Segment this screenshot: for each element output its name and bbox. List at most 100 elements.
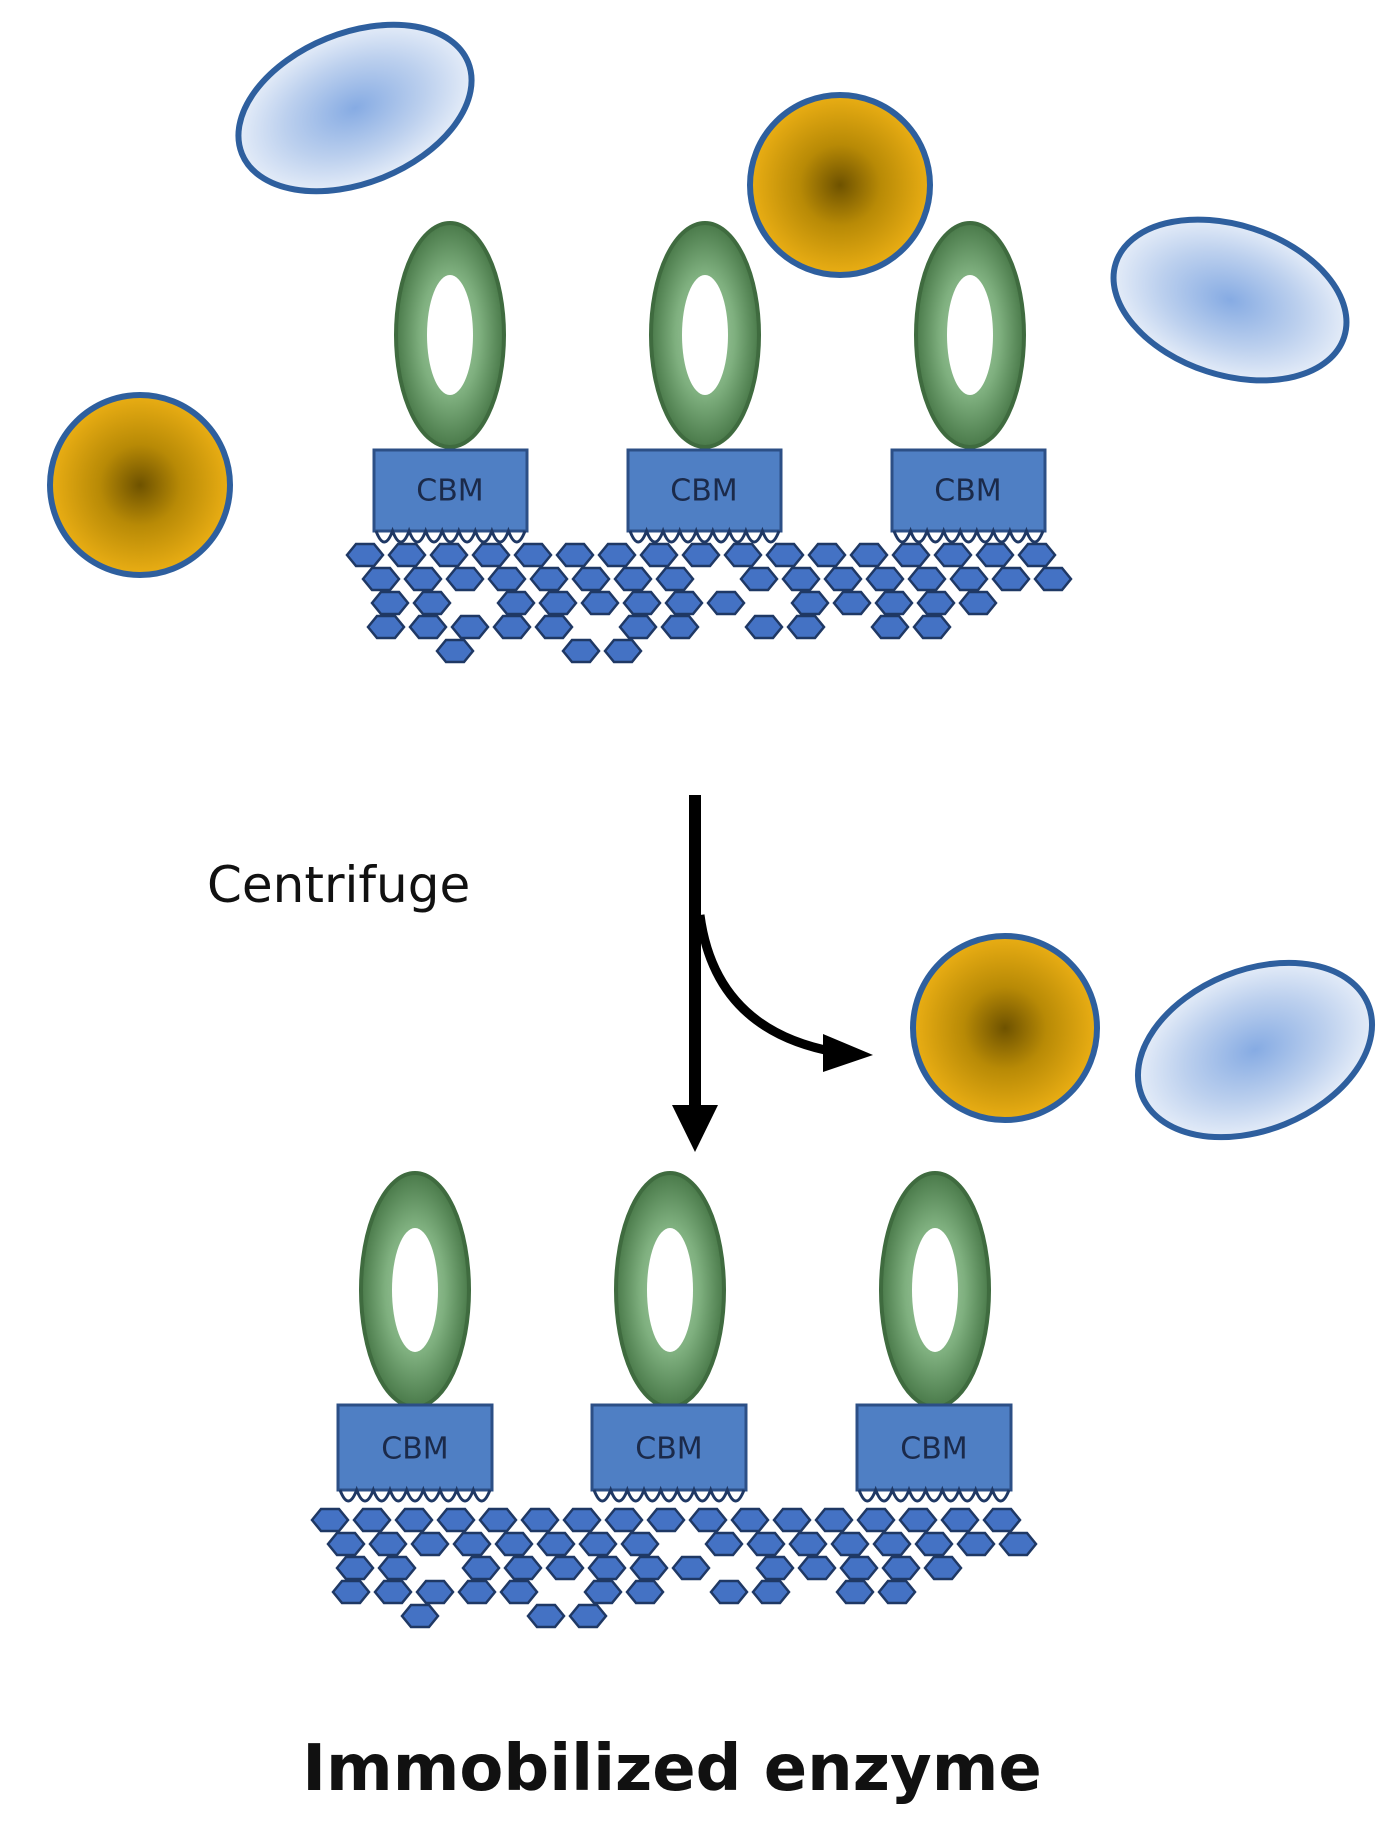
- substrate-hexagon: [370, 590, 410, 616]
- substrate-hexagon: [982, 1507, 1022, 1533]
- substrate-hexagon: [646, 1507, 686, 1533]
- substrate-hexagon: [881, 1555, 921, 1581]
- substrate-hexagon: [772, 1507, 812, 1533]
- substrate-hexagon: [755, 1555, 795, 1581]
- substrate-hexagon: [625, 1579, 665, 1605]
- substrate-hexagon: [849, 542, 889, 568]
- blue-particle-top-right: [1110, 216, 1350, 384]
- cbm-label: CBM: [900, 1432, 967, 1467]
- substrate-hexagon: [408, 614, 448, 640]
- substrate-hexagon: [492, 614, 532, 640]
- substrate-hexagon: [429, 542, 469, 568]
- substrate-hexagon: [580, 590, 620, 616]
- cbm-module: [855, 1403, 1013, 1492]
- substrate-hexagon: [949, 566, 989, 592]
- top-panel-before-centrifuge: CBM CBM CBM: [47, 21, 1350, 664]
- substrate-hexagon: [613, 566, 653, 592]
- caption: Immobilized enzyme: [302, 1732, 1042, 1806]
- enzyme-center-hole: [947, 275, 993, 395]
- cbm-tooth-fringe: [628, 526, 781, 544]
- substrate-hexagon: [739, 566, 779, 592]
- substrate-hexagon: [361, 566, 401, 592]
- cbm-binding-teeth: [592, 1485, 746, 1503]
- substrate-hexagon: [898, 1507, 938, 1533]
- substrate-hexagon: [912, 614, 952, 640]
- substrate-hexagon: [461, 1555, 501, 1581]
- substrate-hexagon: [478, 1507, 518, 1533]
- substrate-hexagon: [730, 1507, 770, 1533]
- bound-enzyme-1-bottom: CBM: [336, 1171, 494, 1503]
- substrate-hexagon: [578, 1531, 618, 1557]
- cbm-binding-teeth: [338, 1485, 492, 1503]
- substrate-hexagon: [832, 590, 872, 616]
- enzyme-center-hole: [647, 1228, 693, 1352]
- substrate-hexagon: [751, 1579, 791, 1605]
- substrate-hexagon: [400, 1603, 440, 1629]
- enzyme-center-hole: [912, 1228, 958, 1352]
- cbm-tooth-fringe: [374, 526, 527, 544]
- substrate-hexagon: [956, 1531, 996, 1557]
- cbm-module: [590, 1403, 748, 1492]
- substrate-hexagon: [520, 1507, 560, 1533]
- substrate-hexagon: [870, 614, 910, 640]
- arrow-branch-head: [823, 1034, 873, 1072]
- substrate-hexagon: [839, 1555, 879, 1581]
- cbm-binding-teeth: [628, 526, 781, 544]
- substrate-hexagon: [830, 1531, 870, 1557]
- blue-particle-removed: [1134, 959, 1376, 1141]
- substrate-hexagon: [1033, 566, 1073, 592]
- substrate-hexagon: [415, 1579, 455, 1605]
- substrate-hexagon: [933, 542, 973, 568]
- centrifuge-step: Centrifuge: [207, 795, 1376, 1152]
- substrate-hexagon: [435, 638, 475, 664]
- substrate-hexagon: [856, 1507, 896, 1533]
- substrate-hexagon: [561, 638, 601, 664]
- substrate-hexagon: [1017, 542, 1057, 568]
- substrate-hexagon: [781, 566, 821, 592]
- substrate-hexagon: [503, 1555, 543, 1581]
- substrate-hexagon: [345, 542, 385, 568]
- substrate-hexagon: [568, 1603, 608, 1629]
- substrate-hexagon: [671, 1555, 711, 1581]
- substrate-hexagon: [496, 590, 536, 616]
- substrate-hexagon: [916, 590, 956, 616]
- cbm-tooth-fringe: [892, 526, 1045, 544]
- substrate-hexagon: [874, 590, 914, 616]
- cbm-module: [626, 448, 783, 533]
- substrate-hexagon: [807, 542, 847, 568]
- substrate-hexagon: [403, 566, 443, 592]
- bound-enzyme-2-top: CBM: [626, 221, 783, 544]
- substrate-hexagon: [366, 614, 406, 640]
- bound-enzyme-2-bottom: CBM: [590, 1171, 748, 1503]
- substrate-hexagon: [744, 614, 784, 640]
- substrate-hexagon: [786, 614, 826, 640]
- substrate-hexagon: [583, 1579, 623, 1605]
- bound-enzyme-3-top: CBM: [890, 221, 1047, 544]
- substrate-hexagon: [529, 566, 569, 592]
- substrate-hexagon: [872, 1531, 912, 1557]
- substrate-hexagon: [326, 1531, 366, 1557]
- substrate-hexagon: [368, 1531, 408, 1557]
- substrate-hexagon: [664, 590, 704, 616]
- substrate-hexagon: [571, 566, 611, 592]
- substrate-hexagon: [445, 566, 485, 592]
- substrate-hexagon: [681, 542, 721, 568]
- substrate-hexagon: [877, 1579, 917, 1605]
- cbm-label: CBM: [934, 474, 1001, 509]
- gold-particle-left: [47, 392, 233, 578]
- substrate-hexagon: [958, 590, 998, 616]
- cbm-tooth-fringe: [857, 1485, 1011, 1503]
- substrate-hexagon: [310, 1507, 350, 1533]
- substrate-hexagon: [814, 1507, 854, 1533]
- cbm-tooth-fringe: [592, 1485, 746, 1503]
- substrate-hexagon: [412, 590, 452, 616]
- substrate-hexagon: [914, 1531, 954, 1557]
- cbm-label: CBM: [416, 474, 483, 509]
- cbm-binding-teeth: [374, 526, 527, 544]
- cbm-module: [336, 1403, 494, 1492]
- bound-enzyme-1-top: CBM: [372, 221, 529, 544]
- substrate-hexagon: [835, 1579, 875, 1605]
- substrate-hexagon: [706, 590, 746, 616]
- enzyme-center-hole: [392, 1228, 438, 1352]
